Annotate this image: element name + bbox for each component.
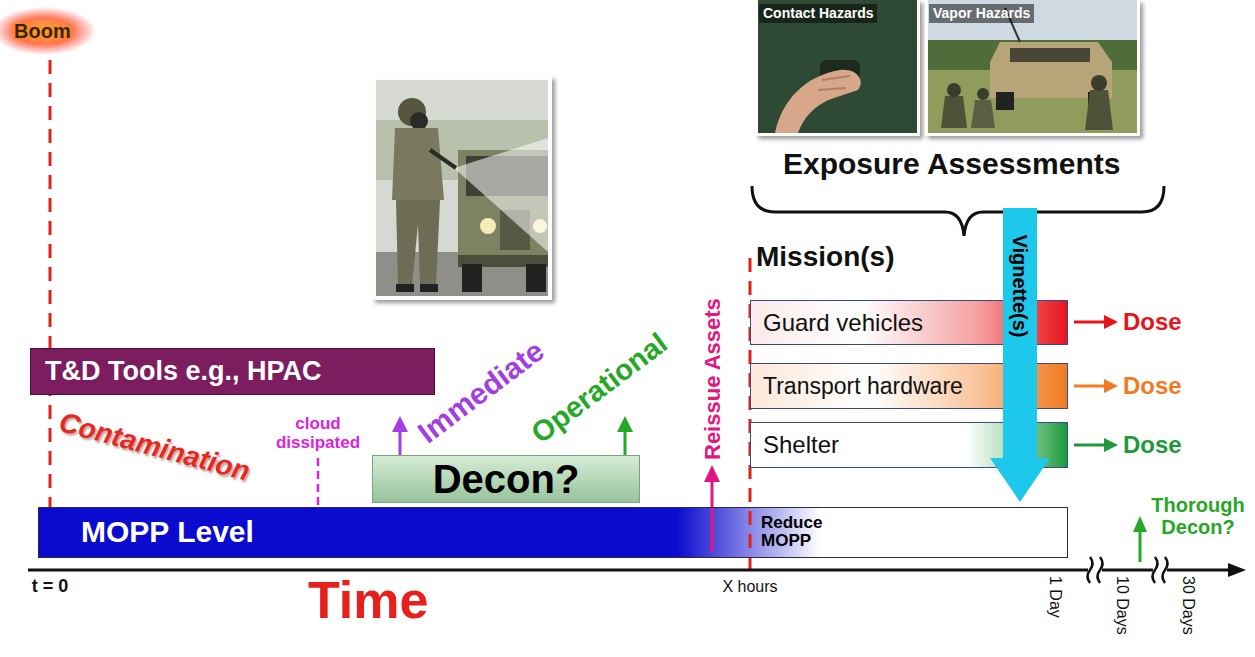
bar-label: Transport hardware bbox=[763, 373, 963, 400]
vehicle-light bbox=[480, 218, 496, 234]
soldier bbox=[941, 96, 967, 128]
bar-label: T&D Tools e.g., HPAC bbox=[45, 356, 322, 387]
marker-arrow bbox=[1139, 530, 1142, 562]
vehicle-body bbox=[990, 42, 1112, 98]
axis-break bbox=[1153, 558, 1167, 582]
bar-note: Reduce MOPP bbox=[761, 514, 833, 550]
soldier bbox=[1085, 90, 1113, 130]
process-box: Decon? bbox=[372, 455, 640, 503]
soldier-body bbox=[392, 128, 444, 200]
photo-frame bbox=[372, 76, 552, 300]
marker-arrow bbox=[711, 480, 714, 552]
arrow-head bbox=[1104, 315, 1118, 329]
tick-label: 1 Day bbox=[1046, 576, 1064, 618]
bar-fill bbox=[38, 507, 1068, 558]
photo-frame bbox=[755, 0, 920, 136]
soldier-legs bbox=[396, 200, 440, 286]
arrow-head bbox=[1104, 438, 1118, 452]
soldier-boot bbox=[420, 284, 438, 292]
axis-break bbox=[1088, 557, 1103, 583]
photo-caption: Vapor Hazards bbox=[929, 4, 1034, 23]
section-heading: Exposure Assessments bbox=[783, 146, 1120, 182]
arrow-head bbox=[617, 416, 633, 432]
brace bbox=[752, 186, 1164, 236]
soldier bbox=[971, 100, 995, 128]
result-arrow bbox=[1074, 321, 1106, 324]
spray-wand bbox=[430, 150, 456, 168]
photo-frame bbox=[925, 0, 1140, 136]
event-line bbox=[49, 60, 52, 565]
vehicle-tire bbox=[462, 264, 482, 292]
marker-arrow bbox=[399, 430, 402, 455]
tick-label: X hours bbox=[708, 578, 792, 596]
tick-label: 30 Days bbox=[1179, 576, 1197, 635]
marker-arrow bbox=[624, 430, 627, 455]
bar-label: MOPP Level bbox=[81, 515, 254, 549]
arrow-head bbox=[704, 465, 720, 482]
phase-label: Operational bbox=[525, 326, 674, 450]
hand bbox=[775, 70, 861, 133]
soldier-mask bbox=[410, 112, 428, 130]
box-label: Decon? bbox=[433, 459, 580, 499]
soldier-head bbox=[1091, 75, 1107, 91]
event-label: cloud dissipated bbox=[270, 414, 366, 452]
soldier-head bbox=[947, 83, 961, 97]
step-label: Reissue Assets bbox=[700, 298, 726, 460]
soldier-boot bbox=[396, 284, 414, 292]
status-bar: MOPP Level Reduce MOPP bbox=[38, 507, 1068, 558]
vehicle-tire bbox=[526, 264, 546, 292]
axis-break bbox=[1153, 557, 1168, 583]
tick-label: 10 Days bbox=[1113, 576, 1131, 635]
photo-panel bbox=[758, 0, 917, 133]
photo-sky bbox=[376, 80, 548, 296]
flow-arrow: Vignette(s) bbox=[990, 208, 1050, 502]
axis-head bbox=[1228, 563, 1246, 577]
vehicle-window bbox=[1010, 48, 1090, 62]
axis-title: Time bbox=[308, 574, 428, 626]
axis-line bbox=[28, 569, 1232, 572]
vehicle-tire bbox=[996, 92, 1014, 110]
soldier-head bbox=[977, 88, 989, 100]
photo-caption: Contact Hazards bbox=[759, 4, 877, 23]
spray-mist bbox=[454, 138, 548, 252]
blast-glow bbox=[0, 7, 96, 55]
photo-sky bbox=[928, 0, 1137, 45]
arrow-head bbox=[392, 416, 408, 432]
bar-label: Shelter bbox=[763, 431, 839, 459]
arrow-head bbox=[1133, 516, 1147, 532]
phase-label: Contamination bbox=[56, 406, 254, 488]
result-label: Dose bbox=[1123, 308, 1182, 336]
tick-label: t = 0 bbox=[24, 576, 76, 596]
tool-bar: T&D Tools e.g., HPAC bbox=[30, 348, 435, 395]
arrow-fill bbox=[990, 208, 1050, 502]
step-label: Thorough Decon? bbox=[1148, 494, 1248, 538]
bar-label: Guard vehicles bbox=[763, 309, 923, 337]
hand-fingers bbox=[818, 76, 850, 90]
arrow-label: Vignette(s) bbox=[1008, 235, 1032, 338]
result-arrow bbox=[1074, 444, 1106, 447]
result-arrow bbox=[1074, 385, 1106, 388]
group-heading: Mission(s) bbox=[756, 240, 894, 274]
result-label: Dose bbox=[1123, 431, 1182, 459]
result-label: Dose bbox=[1123, 372, 1182, 400]
axis-break bbox=[1088, 558, 1102, 582]
blast-label: Boom bbox=[14, 20, 71, 43]
arrow-head bbox=[1104, 379, 1118, 393]
